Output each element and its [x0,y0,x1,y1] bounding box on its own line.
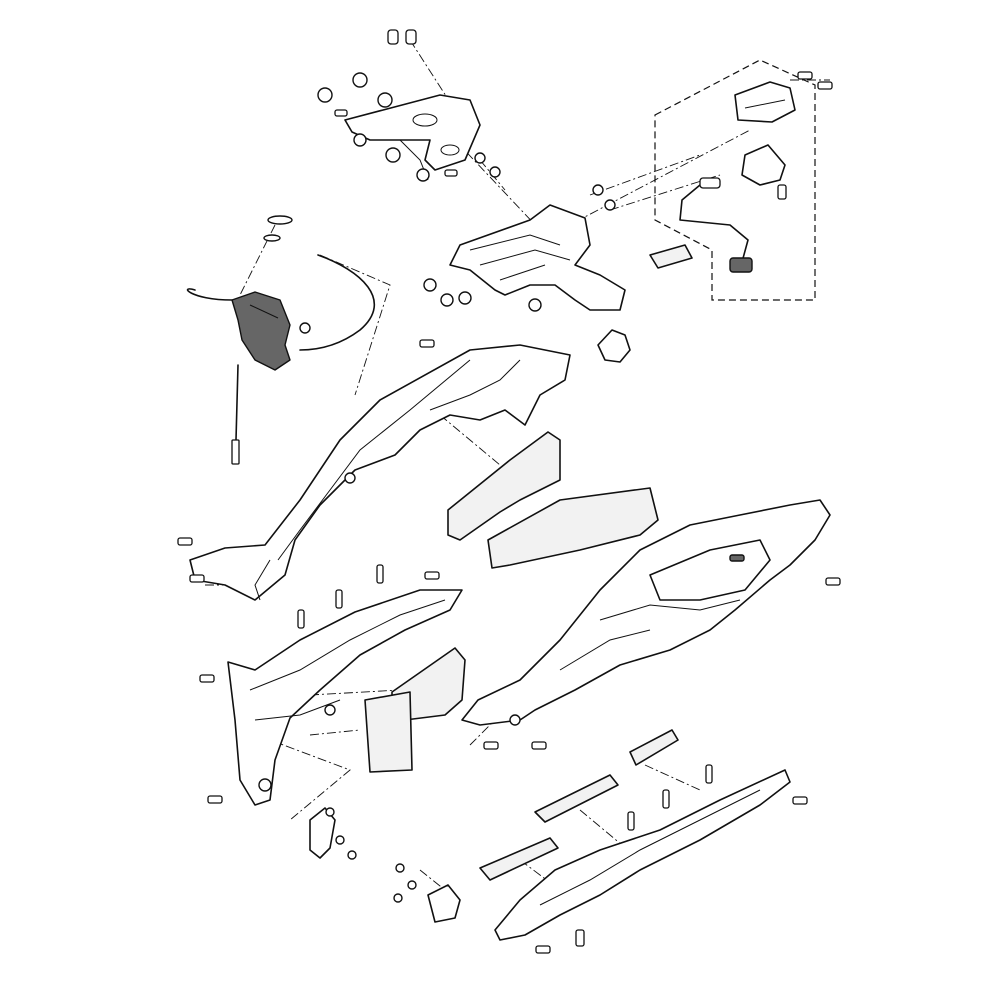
leader-lines [205,39,830,891]
foam-pads [364,431,679,881]
tail-light-assembly-box [654,59,816,301]
tail-light-housing [679,71,833,273]
screws [177,339,841,954]
lower-undertray [393,769,791,947]
fender-fasteners [423,184,616,312]
rear-fender [449,204,693,363]
right-side-cover [461,499,831,726]
left-side-cover [189,344,571,601]
bracket-fasteners [317,29,501,182]
seat-lock-assembly [186,215,375,465]
left-rear-panel [227,589,463,860]
